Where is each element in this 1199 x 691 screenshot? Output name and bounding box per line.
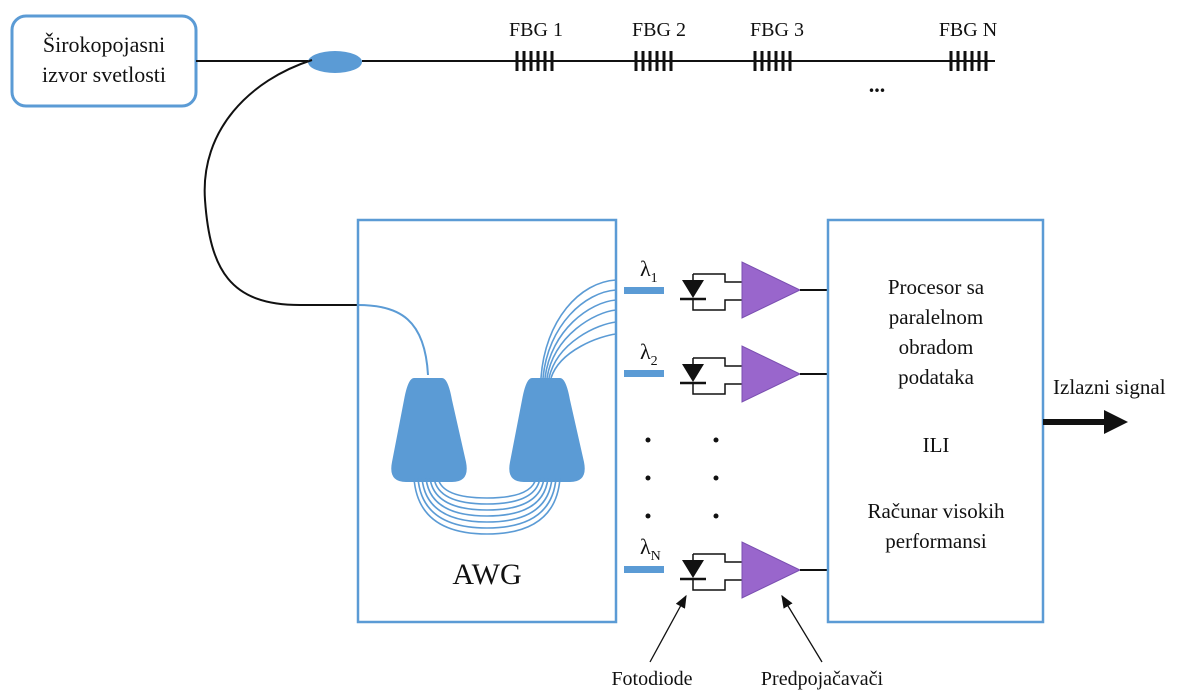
- awg-block: AWG: [356, 218, 618, 624]
- processor-line-6: performansi: [885, 529, 987, 553]
- fbg-grating-2: [634, 51, 673, 71]
- awg-output-waveguides: [540, 279, 617, 379]
- photodiode-2: [680, 357, 742, 395]
- awg-right-star-coupler: [509, 378, 585, 482]
- source-label-line1: Širokopojasni: [43, 32, 165, 57]
- preamplifier-1: [741, 261, 802, 319]
- photodiode-label: Fotodiode: [611, 668, 692, 690]
- awg-arrayed-waveguides: [413, 477, 561, 535]
- source-label-line2: izvor svetlosti: [42, 62, 166, 87]
- fbg-label-3: FBG 3: [750, 19, 804, 41]
- output-stub-n: [624, 566, 664, 573]
- preamp-label: Predpojačavači: [761, 668, 884, 690]
- processor-line-5: Računar visokih: [867, 499, 1005, 523]
- awg-input-waveguide: [357, 304, 429, 376]
- coupler-to-awg-fiber: [203, 59, 358, 306]
- preamplifier-2: [741, 345, 802, 403]
- output-stub-1: [624, 287, 664, 294]
- photodiode-n: [680, 553, 742, 591]
- photodiode-1: [680, 273, 742, 311]
- processor-line-3: obradom: [899, 335, 974, 359]
- fbg-label-1: FBG 1: [509, 19, 563, 41]
- broadband-source: Širokopojasni izvor svetlosti: [10, 14, 198, 108]
- fbg-ellipsis: ...: [869, 72, 886, 97]
- fbg-label-n: FBG N: [939, 19, 997, 41]
- preamp-pointer: [781, 594, 823, 663]
- awg-label: AWG: [452, 558, 521, 591]
- output-signal-label: Izlazni signal: [1053, 375, 1166, 399]
- fbg-grating-1: [515, 51, 554, 71]
- output-arrow: [1043, 410, 1128, 434]
- wavelength-label-n: λN: [640, 534, 661, 564]
- processor-line-1: Procesor sa: [888, 275, 985, 299]
- channel-ellipsis-dots: [645, 437, 719, 519]
- fbg-grating-3: [753, 51, 792, 71]
- processor-line-2: paralelnom: [889, 305, 983, 329]
- awg-left-star-coupler: [391, 378, 467, 482]
- channel-2: [680, 345, 828, 403]
- fbg-label-2: FBG 2: [632, 19, 686, 41]
- channel-1: [680, 261, 828, 319]
- photodiode-pointer: [649, 594, 687, 663]
- processor-line-or: ILI: [923, 433, 950, 457]
- output-stub-2: [624, 370, 664, 377]
- channel-n: [680, 541, 828, 599]
- preamplifier-n: [741, 541, 802, 599]
- wavelength-label-1: λ1: [640, 256, 658, 286]
- coupler: [308, 51, 362, 73]
- processor-block: Procesor sa paralelnom obradom podataka …: [826, 218, 1045, 624]
- wavelength-label-2: λ2: [640, 339, 658, 369]
- processor-line-4: podataka: [898, 365, 974, 389]
- source-box: [10, 14, 198, 108]
- fbg-grating-n: [949, 51, 988, 71]
